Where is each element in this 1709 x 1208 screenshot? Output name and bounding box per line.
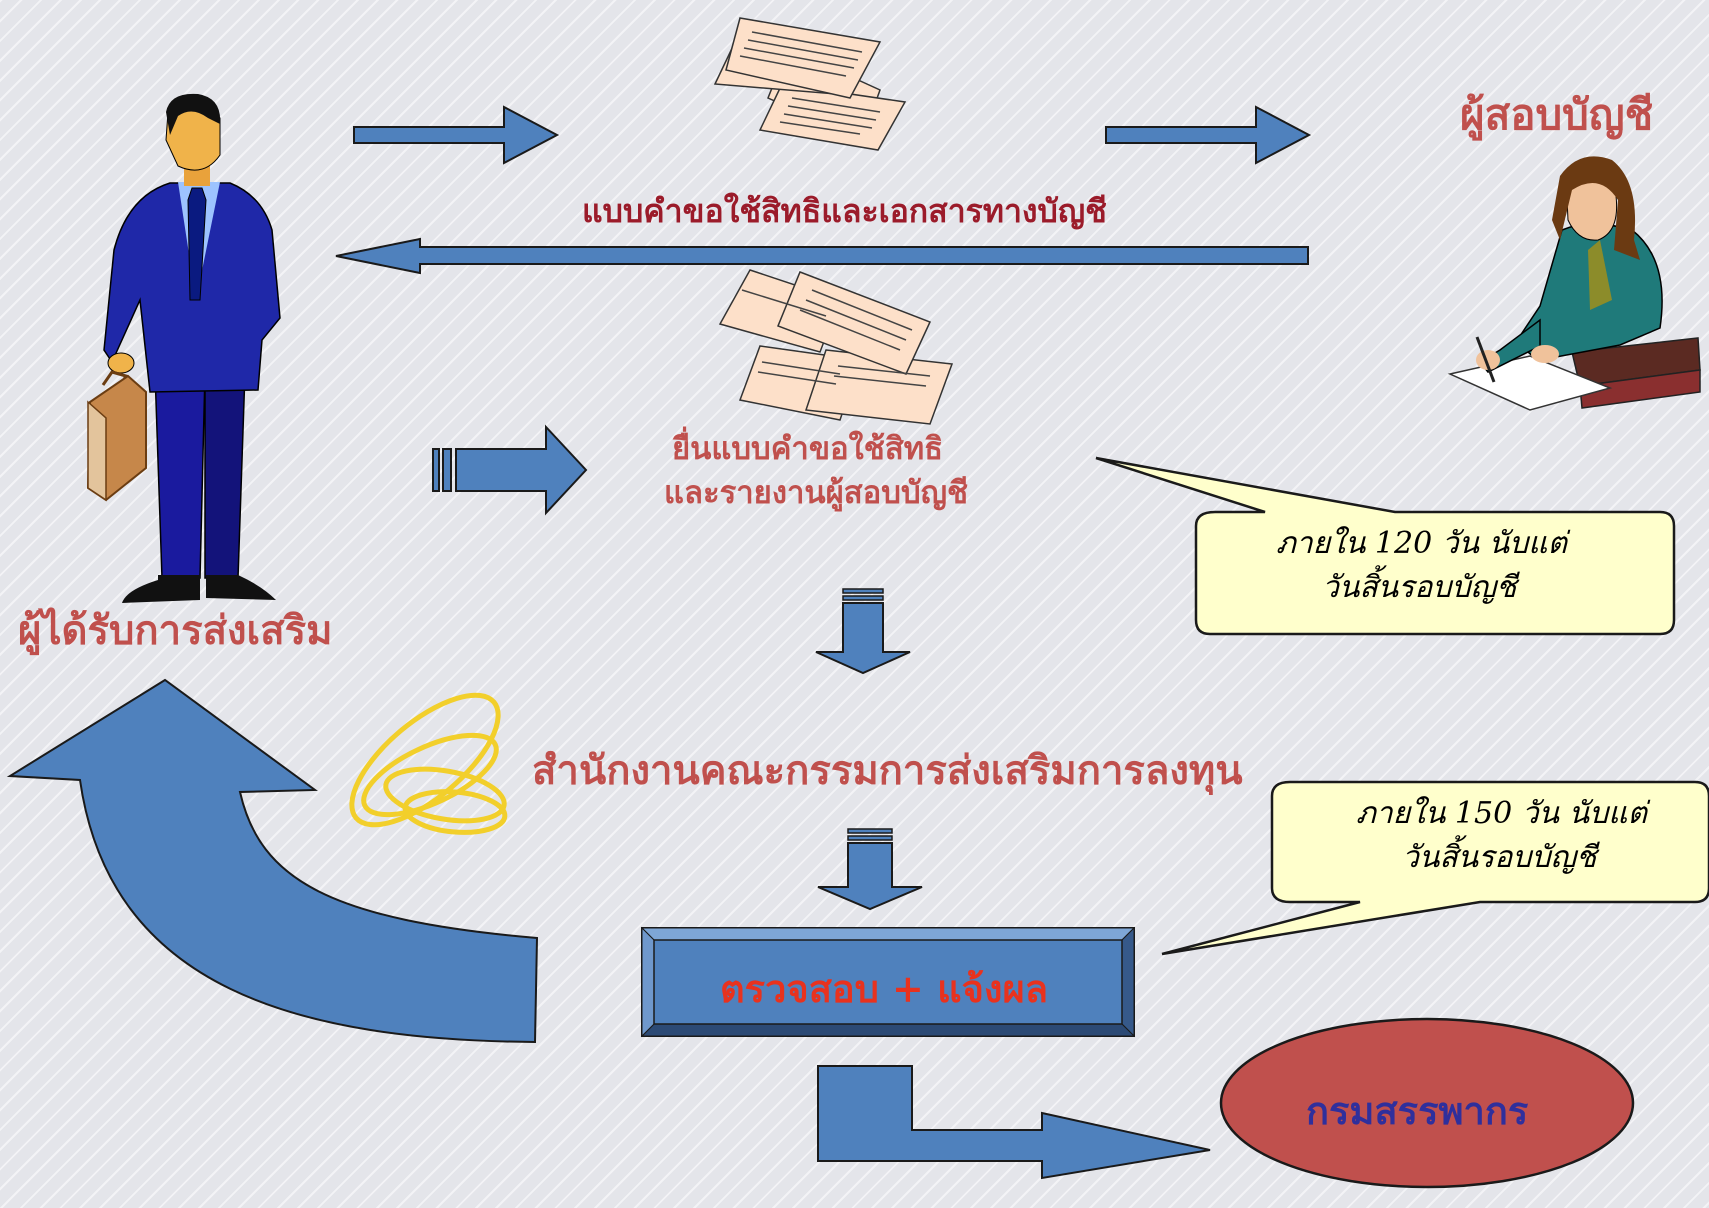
auditor-label: ผู้สอบบัญชี — [1460, 90, 1654, 139]
arrow-to-documents — [353, 105, 560, 165]
callout-120-days — [1095, 456, 1676, 636]
promoted-person-label: ผู้ได้รับการส่งเสริม — [18, 607, 333, 654]
check-notify-label: ตรวจสอบ + แจ้งผล — [720, 966, 1048, 1011]
boi-office-label: สำนักงานคณะกรรมการส่งเสริมการลงทุน — [532, 747, 1243, 794]
callout-120-line2: วันสิ้นรอบบัญชี — [1322, 570, 1517, 605]
submit-line2-label: และรายงานผู้สอบบัญชี — [664, 475, 969, 511]
callout-120-line1: ภายใน 120 วัน นับแต่ — [1276, 526, 1567, 561]
arrow-down-to-check — [817, 828, 923, 911]
callout-150-line2: วันสิ้นรอบบัญชี — [1402, 840, 1597, 875]
callout-150-days — [1161, 780, 1709, 956]
arrow-back-to-promoted — [335, 237, 1309, 275]
check-notify-box — [640, 926, 1136, 1038]
auditor-woman-icon — [1447, 156, 1701, 411]
request-form-label: แบบคำขอใช้สิทธิและเอกสารทางบัญชี — [582, 192, 1107, 230]
callout-150-line1: ภายใน 150 วัน นับแต่ — [1356, 796, 1647, 831]
arrow-return-to-promoted — [6, 678, 539, 1044]
arrow-to-auditor — [1105, 105, 1312, 165]
businessman-icon — [86, 93, 281, 603]
submit-line1-label: ยื่นแบบคำขอใช้สิทธิ — [672, 431, 944, 467]
revenue-dept-label: กรมสรรพากร — [1306, 1088, 1529, 1133]
documents-icon — [713, 17, 907, 151]
arrow-submit — [432, 424, 588, 516]
boi-logo-icon — [349, 692, 508, 835]
documents-stack-icon — [718, 269, 954, 425]
revenue-oval — [1219, 1017, 1635, 1189]
arrow-to-revenue — [817, 1065, 1211, 1180]
arrow-down-to-boi — [815, 588, 911, 675]
